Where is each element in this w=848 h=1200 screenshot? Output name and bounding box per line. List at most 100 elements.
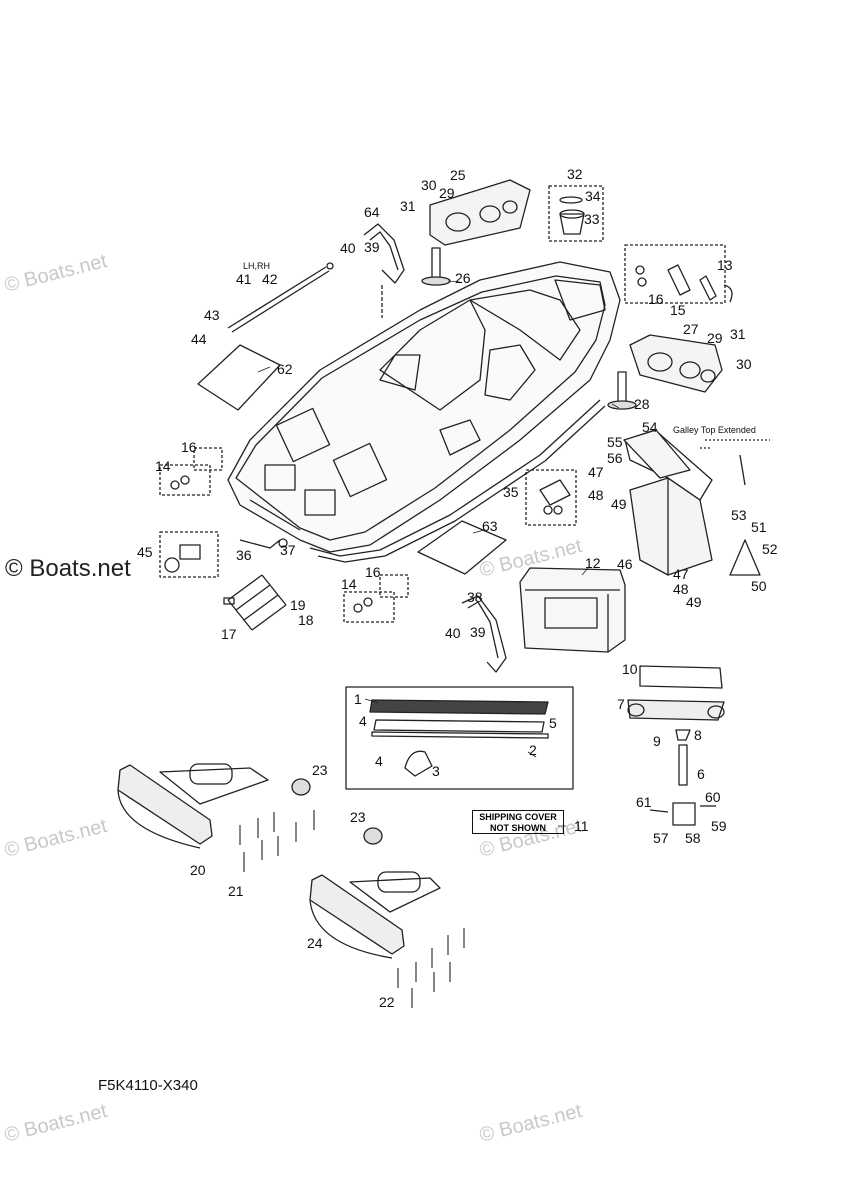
shipping-note-line2: NOT SHOWN: [490, 823, 546, 833]
callout-23: 23: [312, 762, 328, 778]
grommet-lower: [363, 827, 383, 845]
watermark: © Boats.net: [5, 555, 131, 582]
bolts-22: [397, 928, 465, 1008]
callout-40: 40: [340, 240, 356, 256]
trim-tab-upper: [117, 763, 269, 849]
dash-panel-upper: [429, 179, 531, 246]
callout-39: 39: [364, 239, 380, 255]
callout-31: 31: [730, 326, 746, 342]
callout-37: 37: [280, 542, 296, 558]
callout-10: 10: [622, 661, 638, 677]
callout-32: 32: [567, 166, 583, 182]
callout-59: 59: [711, 818, 727, 834]
callout-29: 29: [707, 330, 723, 346]
bolts-21: [239, 810, 315, 872]
callout-29: 29: [439, 185, 455, 201]
label-sticker-63: [417, 520, 507, 575]
callout-26: 26: [455, 270, 471, 286]
callout-45: 45: [137, 544, 153, 560]
callout-20: 20: [190, 862, 206, 878]
callout-16: 16: [181, 439, 197, 455]
table-assembly: [627, 665, 725, 826]
callout-30: 30: [421, 177, 437, 193]
clip-group-14-upper: [159, 447, 223, 496]
cup-holder-group: [548, 185, 604, 242]
callout-1: 1: [354, 691, 362, 707]
callout-30: 30: [736, 356, 752, 372]
callout-25: 25: [450, 167, 466, 183]
pedestal-upper: [421, 247, 451, 286]
diagram-code: F5K4110-X340: [98, 1077, 198, 1094]
callout-31: 31: [400, 198, 416, 214]
callout-4: 4: [375, 753, 383, 769]
callout-27: 27: [683, 321, 699, 337]
callout-62: 62: [277, 361, 293, 377]
callout-35: 35: [503, 484, 519, 500]
callout-15: 15: [670, 302, 686, 318]
callout-38: 38: [467, 589, 483, 605]
cooler: [519, 567, 626, 653]
callout-11: 11: [574, 818, 589, 834]
callout-18: 18: [298, 612, 314, 628]
callout-63: 63: [482, 518, 498, 534]
callout-58: 58: [685, 830, 701, 846]
callout-57: 57: [653, 830, 669, 846]
side-rail: [227, 262, 334, 333]
swim-ladder: [223, 574, 287, 631]
fitting-35: [525, 469, 577, 526]
grab-rail-upper: [363, 223, 405, 318]
callout-28: 28: [634, 396, 650, 412]
callout-52: 52: [762, 541, 778, 557]
callout-33: 33: [584, 211, 600, 227]
socket-45: [159, 531, 219, 578]
bracket-50: [729, 539, 761, 576]
shipping-note-line1: SHIPPING COVER: [479, 812, 557, 822]
callout-42: 42: [262, 271, 278, 287]
callout-19: 19: [290, 597, 306, 613]
callout-21: 21: [228, 883, 244, 899]
callout-5: 5: [549, 715, 557, 731]
callout-3: 3: [432, 763, 440, 779]
callout-61: 61: [636, 794, 652, 810]
callout-49: 49: [686, 594, 702, 610]
callout-47: 47: [588, 464, 604, 480]
callout-51: 51: [751, 519, 767, 535]
callout-53: 53: [731, 507, 747, 523]
callout-6: 6: [697, 766, 705, 782]
callout-24: 24: [307, 935, 323, 951]
callout-12: 12: [585, 555, 601, 571]
callout-56: 56: [607, 450, 623, 466]
callout-13: 13: [717, 257, 733, 273]
lh-rh-note: LH,RH: [243, 261, 271, 271]
callout-41: 41: [236, 271, 252, 287]
boat-hull: [227, 261, 621, 563]
clip-group-13: [624, 244, 733, 304]
callout-47: 47: [673, 566, 689, 582]
callout-4: 4: [359, 713, 367, 729]
dash-panel-lower: [629, 334, 723, 393]
callout-23: 23: [350, 809, 366, 825]
callout-14: 14: [341, 576, 357, 592]
callout-14: 14: [155, 458, 171, 474]
callout-34: 34: [585, 188, 601, 204]
galley-top-note: Galley Top Extended: [673, 425, 756, 435]
callout-40: 40: [445, 625, 461, 641]
callout-16: 16: [648, 291, 664, 307]
callout-7: 7: [617, 696, 625, 712]
callout-54: 54: [642, 419, 658, 435]
callout-50: 50: [751, 578, 767, 594]
callout-48: 48: [673, 581, 689, 597]
callout-46: 46: [617, 556, 633, 572]
galley-top: [623, 429, 770, 486]
callout-22: 22: [379, 994, 395, 1010]
callout-43: 43: [204, 307, 220, 323]
shipping-cover-note: SHIPPING COVER NOT SHOWN: [472, 810, 564, 834]
bolt-36-37: [239, 538, 288, 549]
callout-39: 39: [470, 624, 486, 640]
callout-55: 55: [607, 434, 623, 450]
callout-49: 49: [611, 496, 627, 512]
callout-2: 2: [529, 742, 537, 758]
callout-16: 16: [365, 564, 381, 580]
pedestal-lower: [607, 371, 637, 410]
